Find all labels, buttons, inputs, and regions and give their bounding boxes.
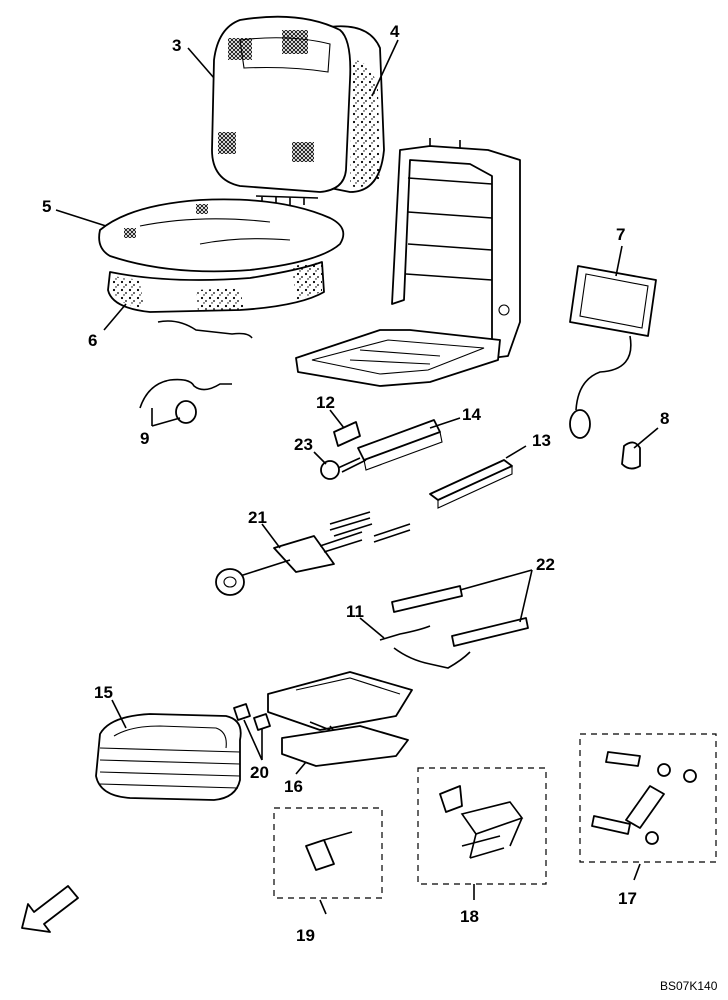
- callout-20: 20: [250, 763, 269, 782]
- callout-12: 12: [316, 393, 335, 412]
- part-stoppers: [233, 703, 271, 731]
- part-cap: [621, 441, 641, 470]
- callout-18: 18: [460, 907, 479, 926]
- leader-lines: [55, 39, 659, 915]
- callout-4: 4: [390, 22, 400, 41]
- group-19: [273, 807, 383, 899]
- callout-13: 13: [532, 431, 551, 450]
- callout-19: 19: [296, 926, 315, 945]
- group-18: [417, 767, 547, 885]
- callout-17: 17: [618, 889, 637, 908]
- drawing-code: BS07K140: [660, 979, 718, 993]
- part-suspension-spring: [95, 713, 242, 801]
- callout-3: 3: [172, 36, 181, 55]
- part-slide-mechanism: [215, 511, 411, 596]
- callout-9: 9: [140, 429, 149, 448]
- part-switch-panel: [569, 265, 657, 439]
- callout-6: 6: [88, 331, 97, 350]
- callout-labels: 3 4 5 6 7 8 9 11 12 13 14 15 16 17 18 19…: [42, 22, 669, 945]
- part-seat-base-cover: [107, 261, 325, 339]
- part-suspension-base: [267, 671, 413, 767]
- part-backrest-cushion: [211, 15, 352, 205]
- part-channel-rail: [429, 459, 513, 509]
- callout-8: 8: [660, 409, 669, 428]
- part-adjust-knob: [320, 457, 367, 480]
- callout-15: 15: [94, 683, 113, 702]
- part-guide-plates: [391, 585, 529, 647]
- direction-arrow-icon: [21, 885, 79, 933]
- callout-14: 14: [462, 405, 481, 424]
- part-seat-frame: [295, 138, 521, 387]
- callout-5: 5: [42, 197, 51, 216]
- callout-7: 7: [616, 225, 625, 244]
- callout-16: 16: [284, 777, 303, 796]
- part-seat-cushion: [98, 198, 345, 273]
- part-bracket: [333, 421, 361, 447]
- group-17: [579, 733, 717, 863]
- callout-22: 22: [536, 555, 555, 574]
- callout-21: 21: [248, 508, 267, 527]
- part-wire-harness: [139, 378, 232, 424]
- callout-23: 23: [294, 435, 313, 454]
- callout-11: 11: [346, 602, 364, 621]
- part-slide-rail: [357, 419, 443, 471]
- part-wire-rod: [379, 625, 471, 669]
